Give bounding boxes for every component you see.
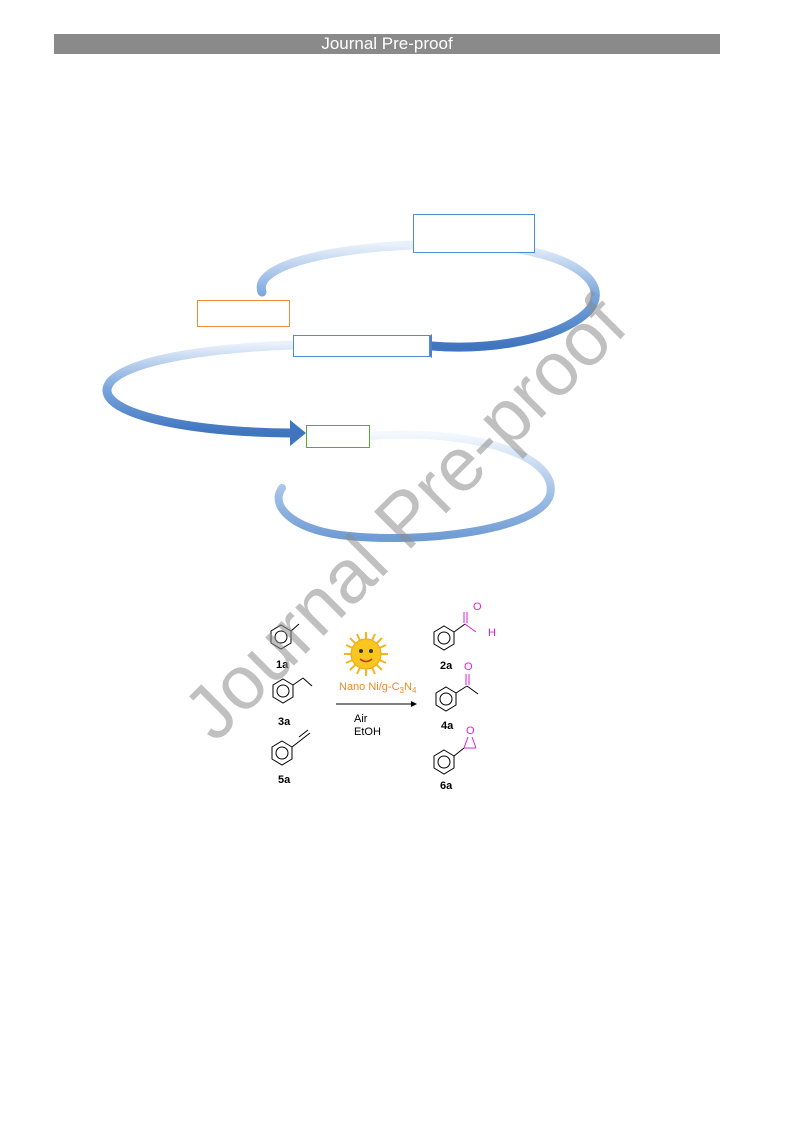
- compound-label-2a: 2a: [440, 660, 453, 672]
- sun-icon: [344, 632, 388, 676]
- molecule-6a: [433, 747, 465, 775]
- journal-header-bar: Journal Pre-proof: [54, 34, 720, 54]
- label-box-top-right: [413, 214, 535, 253]
- atom-h-aldehyde: H: [488, 627, 496, 639]
- epoxide-ring: [463, 736, 477, 749]
- catalyst-subscript-2: 4: [411, 686, 417, 696]
- molecule-2a: [433, 623, 466, 651]
- aldehyde-group: [463, 612, 477, 633]
- atom-o-aldehyde: O: [473, 601, 482, 613]
- journal-header-title: Journal Pre-proof: [321, 34, 453, 53]
- atom-o-ketone: O: [464, 661, 473, 673]
- compound-label-1a: 1a: [276, 659, 289, 671]
- compound-label-5a: 5a: [278, 774, 291, 786]
- ribbon-loop-bottom: [274, 430, 555, 543]
- ketone-group: [465, 674, 470, 685]
- molecule-1a: [270, 623, 300, 650]
- label-box-green: [306, 425, 370, 448]
- compound-label-3a: 3a: [278, 716, 291, 728]
- molecule-4a: [435, 685, 479, 712]
- compound-label-4a: 4a: [441, 720, 454, 732]
- condition-etoh: EtOH: [354, 726, 381, 738]
- reaction-arrowhead: [411, 701, 417, 707]
- condition-air: Air: [354, 713, 368, 725]
- molecule-5a: [271, 729, 311, 766]
- ribbon-arrowhead-middle: [290, 420, 306, 446]
- compound-label-6a: 6a: [440, 780, 453, 792]
- catalyst-mid: N: [403, 681, 412, 693]
- ribbon-loop-top: [256, 239, 600, 352]
- catalyst-prefix: Nano Ni/g-C: [339, 681, 400, 693]
- catalyst-label: Nano Ni/g-C3N4: [339, 681, 416, 695]
- molecule-3a: [272, 677, 313, 704]
- catalyst-subscript-1: 3: [399, 686, 404, 696]
- label-box-orange: [197, 300, 290, 327]
- atom-o-epoxide: O: [466, 725, 475, 737]
- label-box-middle: [293, 335, 430, 357]
